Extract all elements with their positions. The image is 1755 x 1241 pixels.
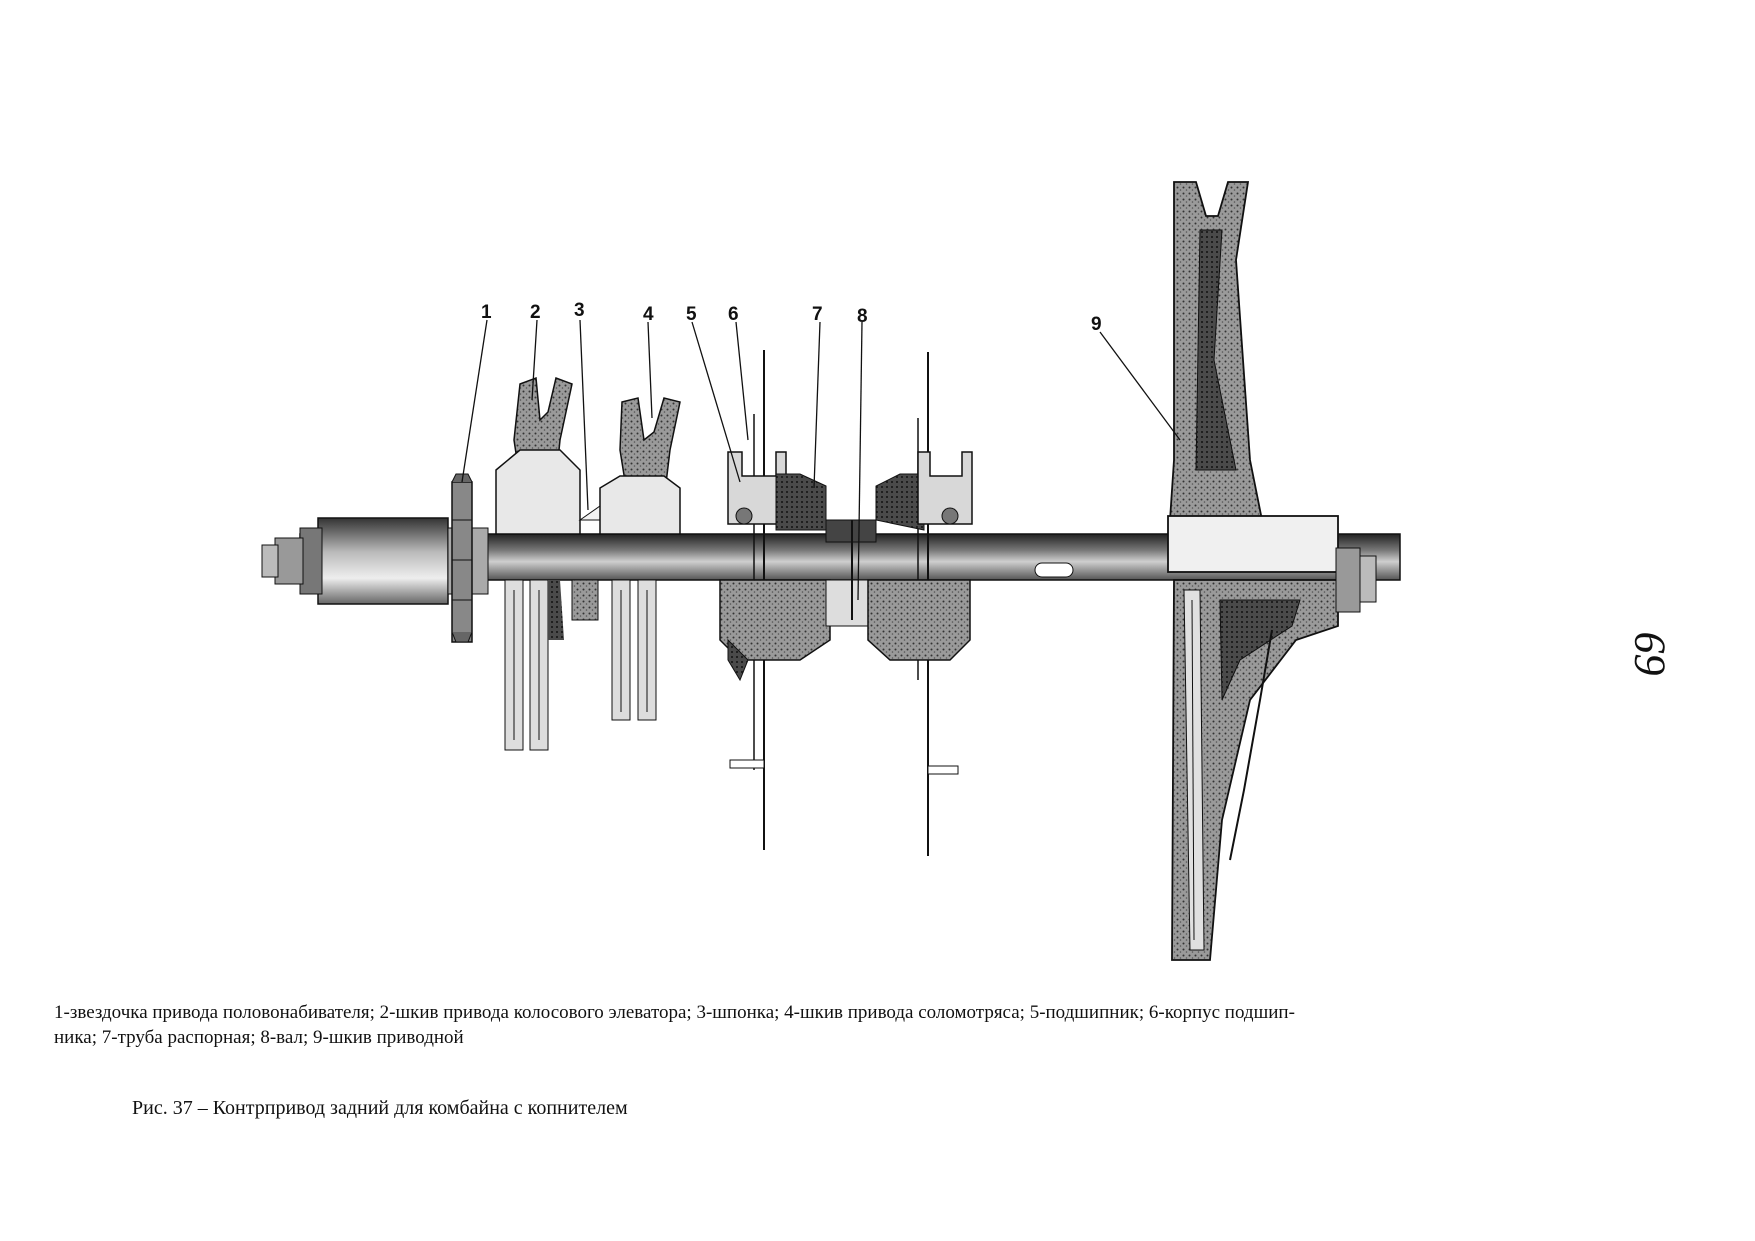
pulley-4 xyxy=(571,397,681,721)
bearing-housing-6-right xyxy=(867,352,973,856)
callout-5: 5 xyxy=(686,304,697,325)
callout-3: 3 xyxy=(574,300,585,321)
legend-line-2: ника; 7-труба распорная; 8-вал; 9-шкив п… xyxy=(54,1027,464,1048)
figure-legend: 1-звездочка привода половонабивателя; 2-… xyxy=(54,1000,1694,1050)
callout-1: 1 xyxy=(481,302,492,323)
bearing-housing-6-left xyxy=(719,350,831,850)
drive-pulley-9 xyxy=(1167,181,1377,961)
callout-6: 6 xyxy=(728,304,739,325)
pulley-2 xyxy=(495,376,581,751)
callout-8: 8 xyxy=(857,306,868,327)
legend-line-1: 1-звездочка привода половонабивателя; 2-… xyxy=(54,1002,1295,1023)
sprocket-1 xyxy=(451,473,473,643)
callout-4: 4 xyxy=(643,304,654,325)
page-number: 69 xyxy=(1625,631,1675,676)
callout-labels: 1 2 3 4 5 6 7 8 9 xyxy=(481,300,1102,335)
leader-lines xyxy=(461,319,1181,601)
figure-caption: Рис. 37 – Контрпривод задний для комбайн… xyxy=(132,1097,628,1119)
callout-9: 9 xyxy=(1091,314,1102,335)
callout-7: 7 xyxy=(812,304,823,325)
callout-2: 2 xyxy=(530,302,541,323)
